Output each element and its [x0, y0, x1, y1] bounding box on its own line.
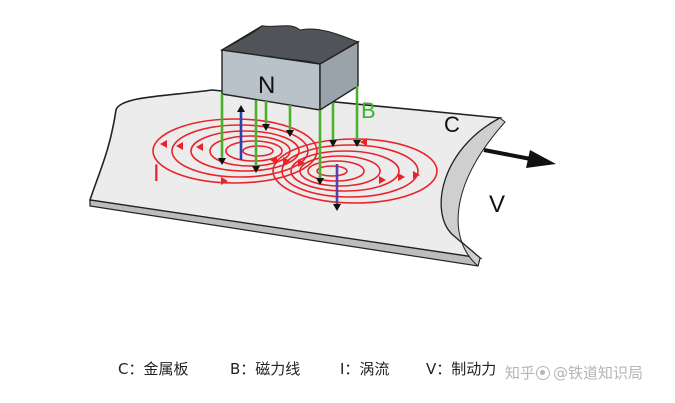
- watermark: @铁道知识局: [536, 362, 643, 383]
- field-line-arrows: [218, 124, 361, 185]
- legend-caption: C：金属板 B：磁力线 I：涡流 V：制动力: [0, 354, 675, 384]
- induced-field-up-arrow: [237, 105, 245, 160]
- eddy-label: I: [153, 160, 160, 187]
- field-label: B: [361, 98, 376, 123]
- watermark-site: 知乎: [505, 364, 536, 382]
- legend-v: V：制动力: [426, 360, 497, 378]
- magnet-label: N: [258, 72, 275, 99]
- legend-c: C：金属板: [118, 360, 189, 378]
- watermark-logo-icon: [536, 365, 550, 380]
- induced-field-down-arrow: [333, 164, 341, 211]
- legend-b: B：磁力线: [230, 360, 301, 378]
- plate-label: C: [444, 112, 460, 137]
- velocity-label: V: [489, 191, 505, 218]
- velocity-arrow: [483, 148, 556, 168]
- magnetic-field-lines: [220, 86, 359, 178]
- magnet-block: [219, 25, 361, 112]
- eddy-current-direction-arrows: [160, 138, 420, 185]
- legend-i: I：涡流: [340, 360, 390, 378]
- watermark-author: @铁道知识局: [553, 364, 644, 382]
